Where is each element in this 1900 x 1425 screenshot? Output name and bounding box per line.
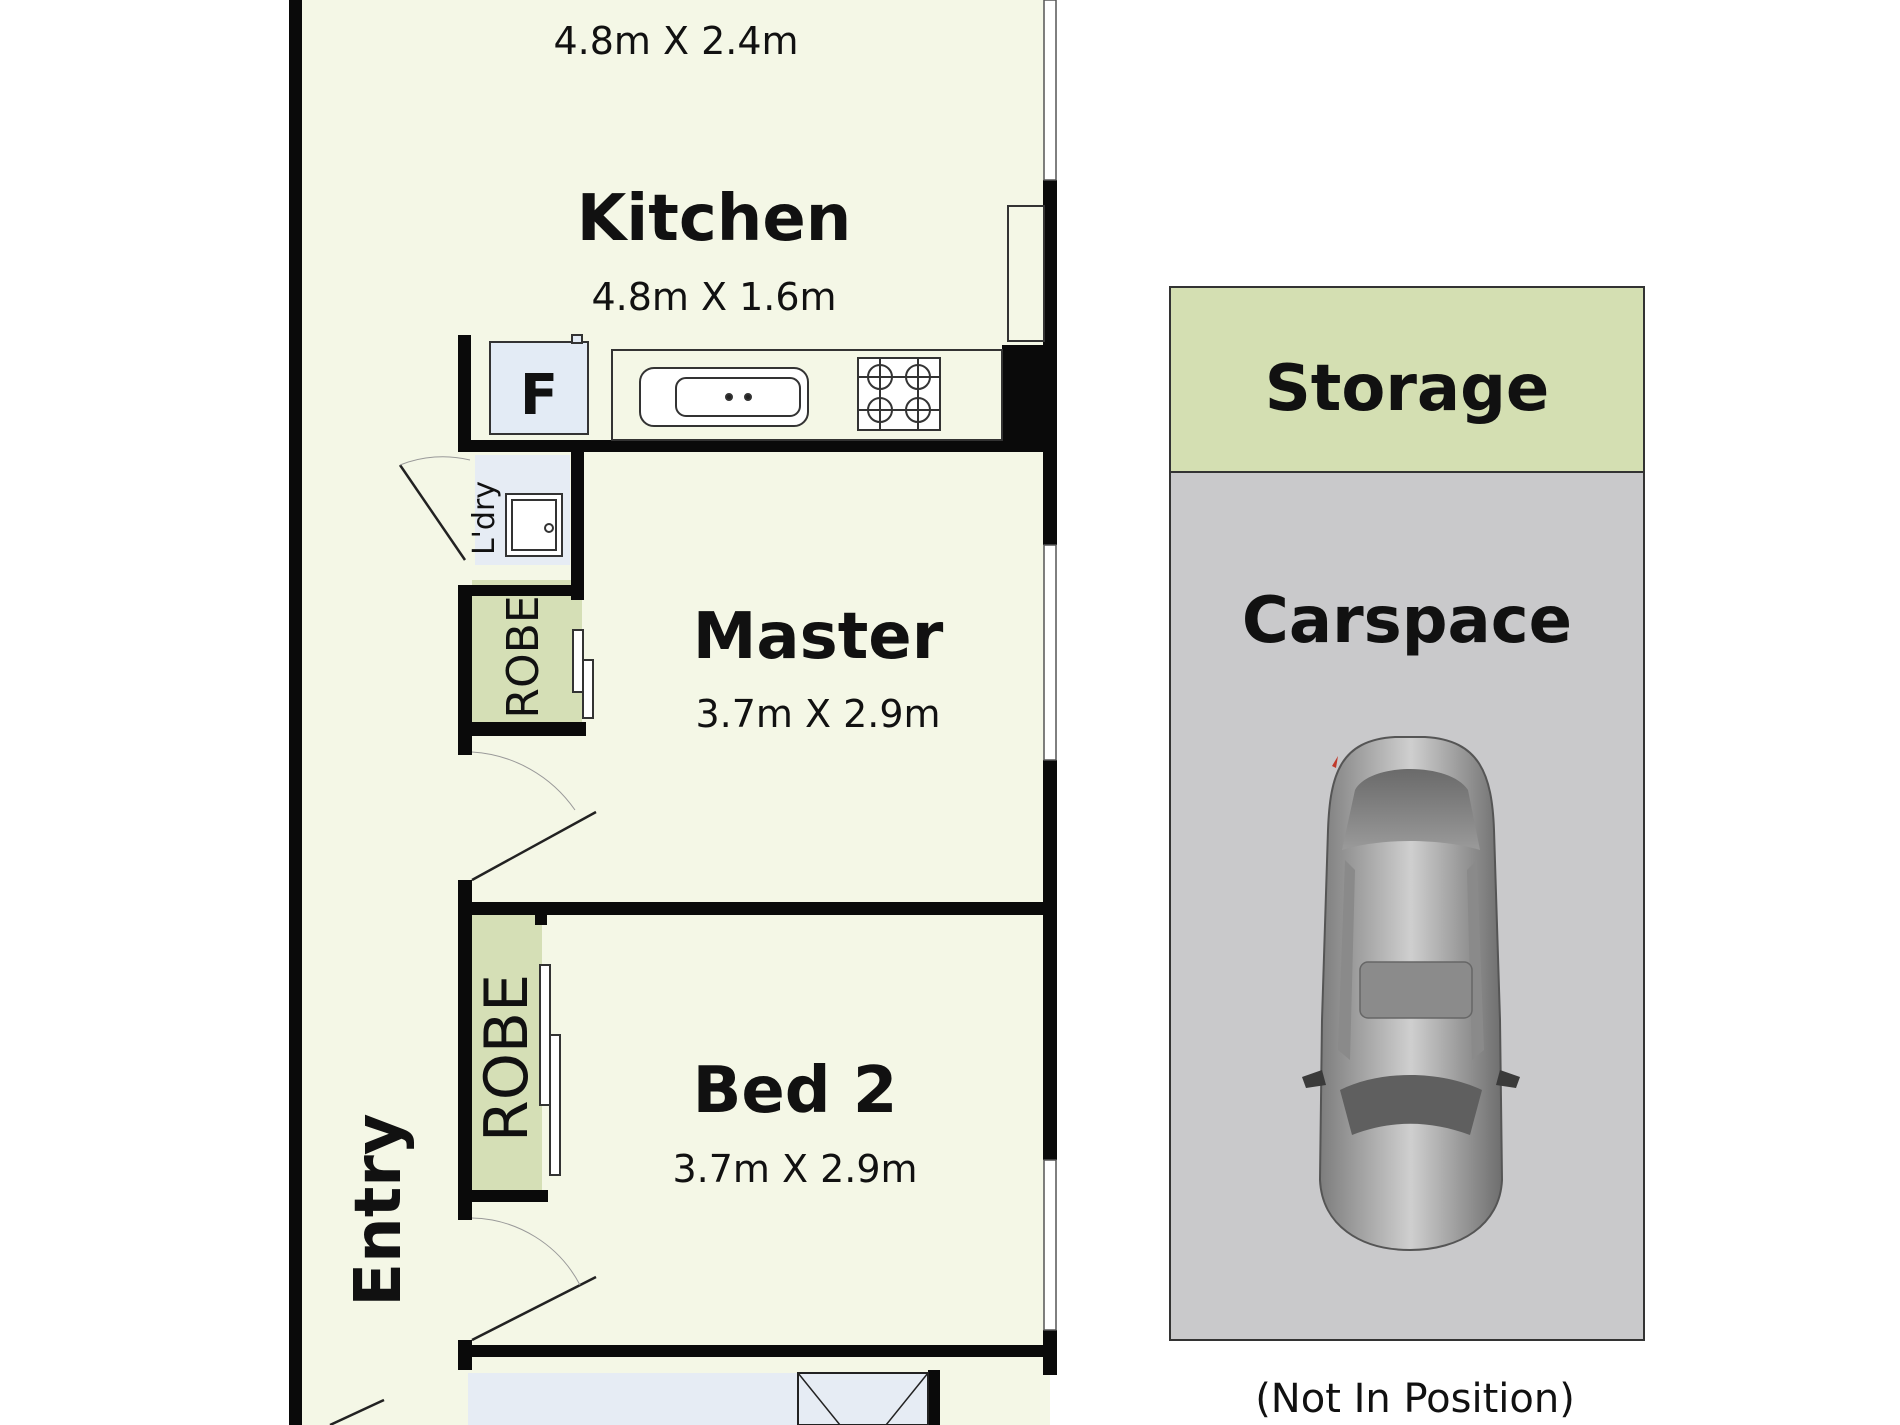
fridge-label: F bbox=[520, 363, 558, 428]
car-icon bbox=[1302, 736, 1520, 1252]
master-dims: 3.7m X 2.9m bbox=[695, 692, 940, 736]
robe-bed2-area bbox=[472, 915, 542, 1200]
fridge bbox=[489, 341, 589, 435]
robe-master-door bbox=[572, 629, 584, 693]
carspace-block: Storage Carspace (Not In Position) bbox=[1169, 286, 1645, 1422]
kitchen-label: Kitchen bbox=[577, 182, 852, 256]
kitchen-bench bbox=[611, 349, 1003, 441]
door-swings bbox=[329, 456, 929, 1425]
robe-master-area bbox=[472, 580, 582, 734]
robe-master-label: ROBE bbox=[498, 595, 549, 718]
laundry-tub-icon bbox=[505, 493, 563, 557]
room-labels: 4.8m X 2.4m Kitchen 4.8m X 1.6m Master 3… bbox=[342, 19, 944, 1307]
laundry-label: L'dry bbox=[467, 481, 502, 555]
top-room-dims: 4.8m X 2.4m bbox=[553, 19, 798, 63]
storage-label: Storage bbox=[1265, 352, 1550, 426]
kitchen-dims: 4.8m X 1.6m bbox=[591, 275, 836, 319]
bed2-label: Bed 2 bbox=[693, 1054, 898, 1128]
carspace-label: Carspace bbox=[1242, 584, 1572, 658]
kitchen-fixtures bbox=[489, 205, 1045, 1176]
bed2-dims: 3.7m X 2.9m bbox=[672, 1147, 917, 1191]
apartment-floor bbox=[296, 0, 1050, 1425]
cooktop-icon bbox=[857, 357, 941, 431]
master-label: Master bbox=[693, 600, 944, 674]
storage-area bbox=[1169, 286, 1645, 473]
walls bbox=[289, 0, 1057, 1425]
robe-bed2-label: ROBE bbox=[472, 974, 542, 1142]
entry-label: Entry bbox=[342, 1113, 416, 1306]
bathroom-area bbox=[468, 1373, 938, 1425]
windows bbox=[1043, 0, 1057, 1331]
kitchen-side-cabinet bbox=[1007, 205, 1045, 342]
not-in-position-note: (Not In Position) bbox=[1255, 1376, 1575, 1422]
